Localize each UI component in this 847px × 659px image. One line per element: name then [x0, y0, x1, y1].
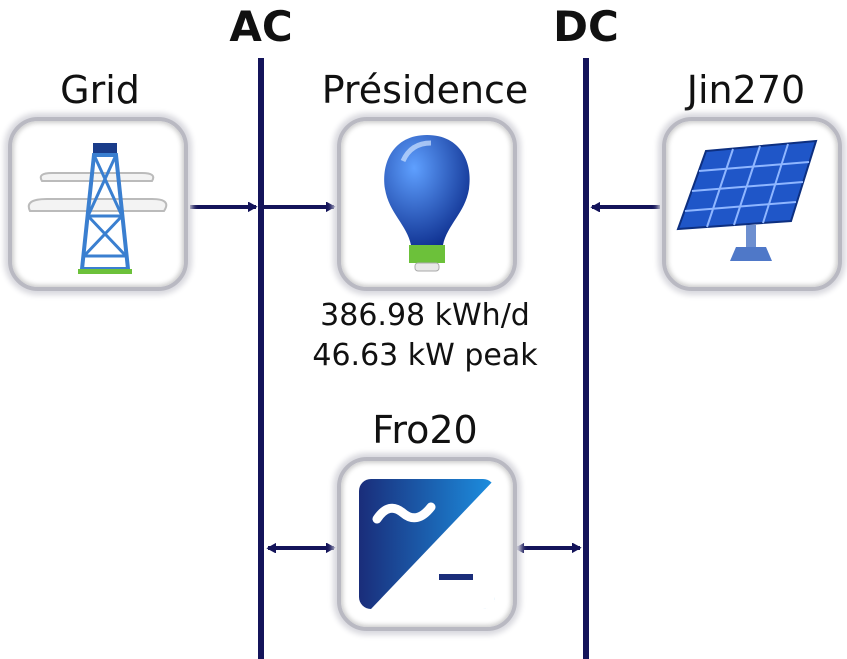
grid-label: Grid [60, 68, 140, 112]
converter-icon [359, 479, 495, 609]
grid-component[interactable] [8, 117, 188, 291]
light-bulb-icon [384, 135, 470, 272]
transmission-tower-icon [27, 143, 168, 274]
converter-label: Fro20 [372, 408, 478, 452]
pv-component[interactable] [662, 117, 842, 291]
load-label: Présidence [321, 68, 529, 112]
load-component[interactable] [337, 117, 517, 291]
load-energy: 386.98 kWh/d [320, 298, 530, 333]
load-peak: 46.63 kW peak [312, 338, 538, 373]
dc-bus-label: DC [553, 2, 619, 51]
pv-label: Jin270 [686, 68, 806, 112]
converter-component[interactable] [337, 457, 517, 631]
solar-panel-icon [676, 139, 818, 261]
ac-bus-label: AC [229, 2, 293, 51]
